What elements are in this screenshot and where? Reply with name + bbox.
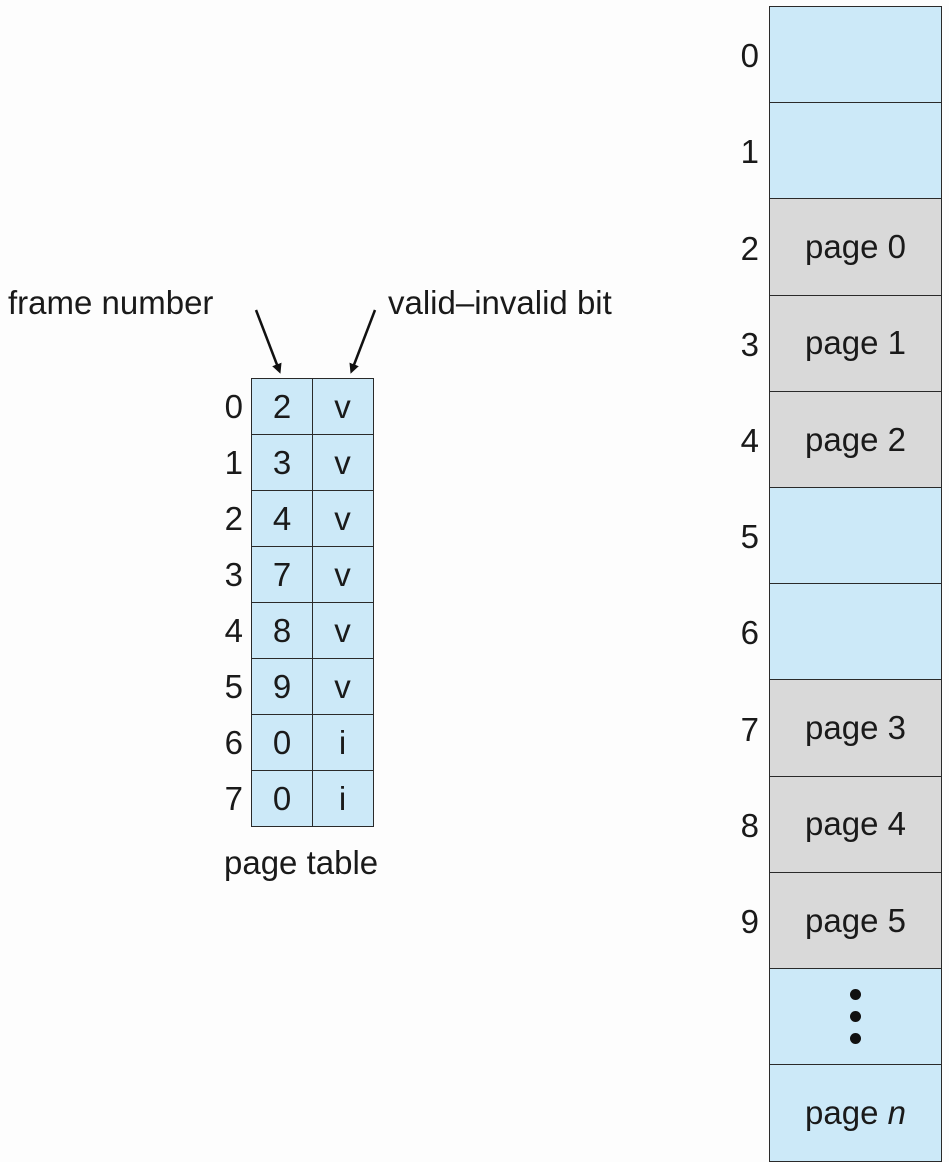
page-number: 1 <box>887 324 906 362</box>
frame-index: 0 <box>740 37 759 75</box>
frame-index: 1 <box>740 133 759 171</box>
frame-index: 8 <box>740 806 759 844</box>
valid-bit-cell: v <box>311 658 374 715</box>
valid-bit-cell: i <box>311 770 374 827</box>
page-label: page <box>805 324 879 362</box>
memory-frame: page n <box>769 1064 942 1162</box>
frame-index: 6 <box>740 614 759 652</box>
memory-frame <box>769 102 942 200</box>
page-number: 3 <box>887 709 906 747</box>
page-table-index: 1 <box>224 444 243 481</box>
page-label: page <box>805 228 879 266</box>
memory-frame <box>769 583 942 681</box>
page-table-index: 5 <box>224 668 243 705</box>
valid-invalid-bit-label: valid–invalid bit <box>388 284 612 321</box>
page-table-index: 4 <box>224 612 243 649</box>
frame-number-cell: 3 <box>251 434 313 491</box>
frame-number-cell: 0 <box>251 714 313 771</box>
page-label: page <box>805 805 879 843</box>
page-table-index: 2 <box>224 500 243 537</box>
valid-bit-cell: v <box>311 490 374 547</box>
page-label: page <box>805 901 879 939</box>
memory-frame: page 3 <box>769 679 942 778</box>
memory-frame: page 2 <box>769 390 942 489</box>
page-number: n <box>887 1094 906 1132</box>
page-number: 5 <box>887 901 906 939</box>
page-table-index: 7 <box>224 780 243 817</box>
memory-ellipsis-frame <box>769 968 942 1066</box>
frame-index: 3 <box>740 325 759 363</box>
frame-number-cell: 9 <box>251 658 313 715</box>
frame-number-cell: 0 <box>251 770 313 827</box>
valid-bit-cell: v <box>311 546 374 603</box>
page-label: page <box>805 420 879 458</box>
page-label: page <box>805 709 879 747</box>
page-number: 0 <box>887 228 906 266</box>
valid-bit-cell: v <box>311 602 374 659</box>
frame-index: 5 <box>740 518 759 556</box>
frame-index: 7 <box>740 710 759 748</box>
valid-bit-cell: v <box>311 378 374 435</box>
valid-bit-cell: v <box>311 434 374 491</box>
frame-index: 2 <box>740 229 759 267</box>
frame-number-cell: 2 <box>251 378 313 435</box>
memory-frame: page 4 <box>769 775 942 874</box>
page-number: 2 <box>887 420 906 458</box>
valid-bit-cell: i <box>311 714 374 771</box>
frame-number-label: frame number <box>8 284 214 321</box>
frame-number-cell: 4 <box>251 490 313 547</box>
memory-frame: page 1 <box>769 294 942 393</box>
frame-index: 4 <box>740 421 759 459</box>
page-number: 4 <box>887 805 906 843</box>
valid-bit-arrow <box>349 309 377 374</box>
frame-number-arrow <box>254 309 282 374</box>
page-table-index: 3 <box>224 556 243 593</box>
frame-index: 9 <box>740 902 759 940</box>
page-table-index: 6 <box>224 724 243 761</box>
memory-frame: page 5 <box>769 871 942 970</box>
memory-frame <box>769 487 942 585</box>
memory-frame: page 0 <box>769 198 942 297</box>
vertical-ellipsis-icon <box>850 989 861 1045</box>
frame-number-cell: 7 <box>251 546 313 603</box>
page-table-index: 0 <box>224 388 243 425</box>
memory-frame <box>769 6 942 104</box>
frame-number-cell: 8 <box>251 602 313 659</box>
page-table-caption: page table <box>224 844 379 881</box>
page-label: page <box>805 1094 879 1132</box>
